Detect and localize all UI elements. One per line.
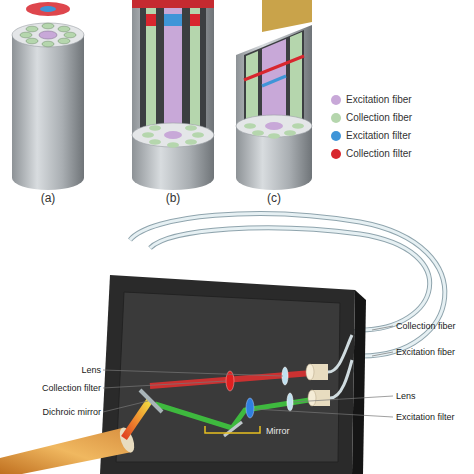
legend-text: Excitation filter — [346, 130, 411, 142]
probe-tip — [0, 426, 137, 474]
legend-text: Collection fiber — [346, 112, 412, 124]
leader-line — [103, 326, 393, 417]
legend-entry: Excitation filter — [331, 130, 411, 142]
part-label: Collection filter — [42, 383, 101, 394]
legend-swatch — [331, 113, 341, 123]
part-label: Mirror — [266, 426, 290, 437]
legend-swatch — [331, 95, 341, 105]
legend-text: Collection filter — [346, 148, 412, 160]
part-label: Lens — [81, 365, 101, 376]
legend-text: Excitation fiber — [346, 94, 412, 106]
probe-tip-c — [236, 0, 312, 190]
light-beam — [124, 373, 322, 438]
legend-entry: Collection filter — [331, 148, 412, 160]
probe-tip-b — [132, 0, 214, 190]
part-label: Dichroic mirror — [43, 407, 102, 418]
part-label: Excitation fiber — [396, 347, 455, 358]
legend-entry: Collection fiber — [331, 112, 412, 124]
optics — [140, 364, 330, 436]
device-housing — [100, 275, 366, 474]
legend-swatch — [331, 149, 341, 159]
panel-label: (b) — [166, 191, 181, 205]
part-label: Excitation filter — [396, 412, 455, 423]
legend-entry: Excitation fiber — [331, 94, 412, 106]
part-label: Collection fiber — [396, 321, 456, 332]
panel-label: (c) — [267, 191, 281, 205]
panel-label: (a) — [41, 191, 56, 205]
legend-swatch — [331, 131, 341, 141]
probe-tip-a — [12, 2, 84, 190]
part-label: Lens — [396, 391, 416, 402]
